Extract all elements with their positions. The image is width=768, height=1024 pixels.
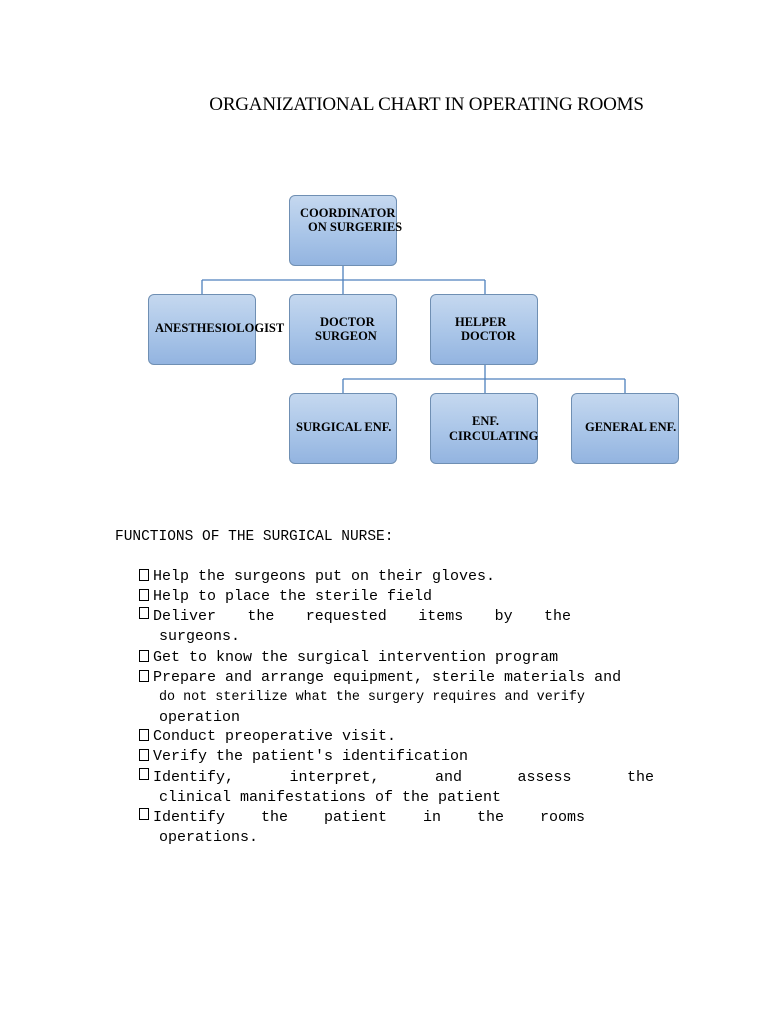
node-enf-circulating: ENF. CIRCULATING [430,393,538,464]
function-text-cont: do not sterilize what the surgery requir… [159,690,585,705]
function-text: Prepare and arrange equipment, sterile m… [153,669,622,686]
function-text: Conduct preoperative visit. [153,728,397,745]
function-item: Conduct preoperative visit. [139,727,679,747]
node-label-line1: DOCTOR [320,315,375,329]
node-label-line2: SURGEON [315,329,377,343]
node-doctor-surgeon: DOCTOR SURGEON [289,294,397,365]
function-text-cont: surgeons. [159,628,241,645]
function-text-cont: operation [159,709,241,726]
function-text-cont: operations. [159,829,259,846]
function-item: Help to place the sterile field [139,587,679,607]
function-item: Get to know the surgical intervention pr… [139,648,679,668]
node-label-line2: CIRCULATING [449,429,539,443]
function-item: Prepare and arrange equipment, sterile m… [139,668,679,728]
function-text: Help the surgeons put on their gloves. [153,568,496,585]
node-label-line1: HELPER [455,315,507,329]
bullet-box-icon [139,607,149,619]
function-item: Deliver the requested items by the surge… [139,607,571,647]
node-label: GENERAL ENF. [585,420,677,434]
function-text: Deliver the requested items by the [153,608,571,625]
node-label-line1: ENF. [472,414,499,428]
bullet-box-icon [139,808,149,820]
function-text: Identify, interpret, and assess the [153,769,654,786]
function-text: Get to know the surgical intervention pr… [153,649,559,666]
bullet-box-icon [139,768,149,780]
function-text: Identify the patient in the rooms [153,809,585,826]
node-label-line2: DOCTOR [461,329,516,343]
function-item: Identify, interpret, and assess the clin… [139,768,654,808]
function-item: Identify the patient in the rooms operat… [139,808,585,848]
node-coordinator-on-surgeries: COORDINATOR ON SURGERIES [289,195,402,266]
bullet-box-icon [139,569,149,581]
node-general-enf: GENERAL ENF. [571,393,679,464]
node-label-line1: COORDINATOR [300,206,396,220]
function-text-cont: clinical manifestations of the patient [159,789,502,806]
function-item: Help the surgeons put on their gloves. [139,567,679,587]
function-text: Verify the patient's identification [153,748,469,765]
bullet-box-icon [139,729,149,741]
bullet-box-icon [139,650,149,662]
node-surgical-enf: SURGICAL ENF. [289,393,397,464]
function-text: Help to place the sterile field [153,588,433,605]
bullet-box-icon [139,749,149,761]
node-label: SURGICAL ENF. [296,420,392,434]
node-label: ANESTHESIOLOGIST [155,321,285,335]
node-label-line2: ON SURGERIES [308,220,403,234]
function-item: Verify the patient's identification [139,747,679,767]
node-anesthesiologist: ANESTHESIOLOGIST [148,294,284,365]
bullet-box-icon [139,670,149,682]
page-title: ORGANIZATIONAL CHART IN OPERATING ROOMS [209,94,644,115]
node-helper-doctor: HELPER DOCTOR [430,294,538,365]
bullet-box-icon [139,589,149,601]
functions-heading: FUNCTIONS OF THE SURGICAL NURSE: [115,529,394,545]
